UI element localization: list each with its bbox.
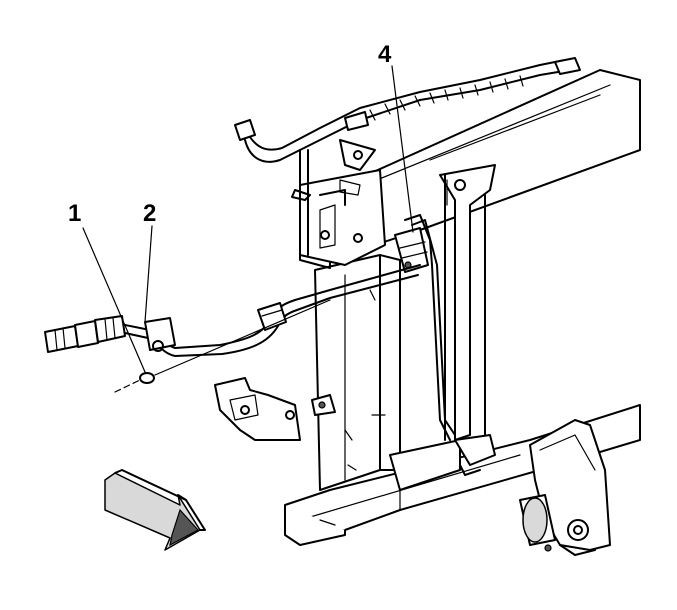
front-direction-arrow-icon: [104, 469, 206, 551]
callout-2-label: 2: [143, 200, 156, 227]
callout-4-label: 4: [378, 41, 392, 68]
callout-1-label: 1: [68, 200, 81, 227]
upper-wiring-harness: [234, 57, 581, 269]
callout-4-leader: [391, 65, 414, 233]
body-mount: [519, 419, 611, 556]
right-bracket-tube: [439, 164, 496, 476]
sensor-harness: [124, 264, 421, 357]
upper-mounting-bracket: [291, 139, 386, 266]
callout-1-leader: [82, 227, 146, 373]
lower-left-bracket: [214, 377, 336, 441]
brake-line: [394, 214, 456, 441]
sensor-connector: [44, 315, 126, 353]
callout-leaders: [82, 65, 414, 373]
callout-2-leader: [144, 225, 153, 323]
sensor-bolt: [114, 299, 331, 393]
vertical-frame-rail: [314, 254, 401, 491]
